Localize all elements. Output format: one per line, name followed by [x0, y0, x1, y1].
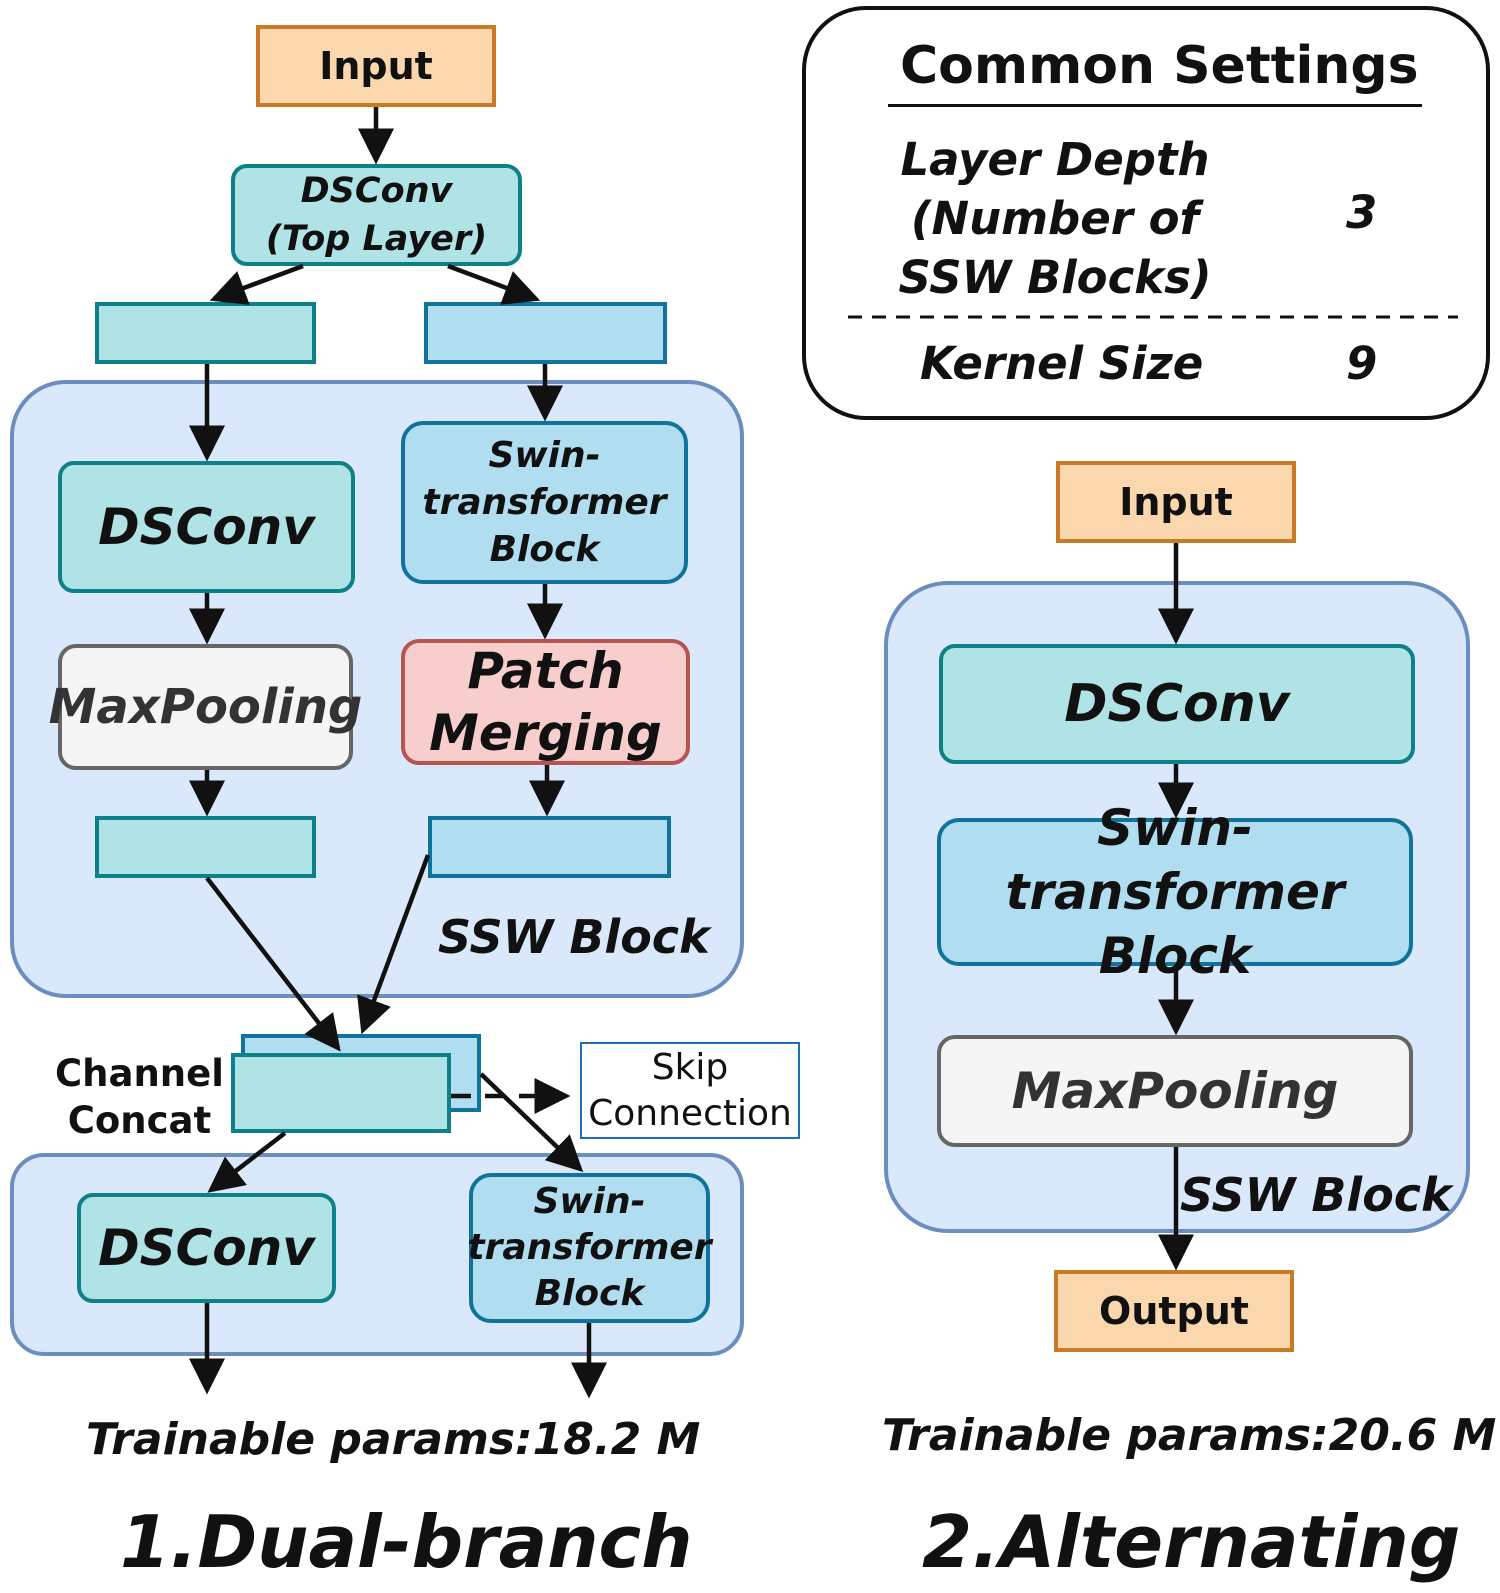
alt-maxpool-box: MaxPooling	[937, 1035, 1413, 1147]
common-settings-panel	[802, 6, 1490, 420]
kernel-size-value: 9	[1346, 337, 1378, 390]
settings-title-underline	[888, 104, 1422, 107]
top-dsconv-line-2: (Top Layer)	[265, 219, 488, 259]
dual-ssw-block-label: SSW Block	[438, 910, 710, 964]
dual-swin2-line-2: transformer	[467, 1227, 712, 1268]
layer-depth-line-3: SSW Blocks)	[898, 251, 1212, 304]
alternating-title: 2.Alternating	[922, 1500, 1461, 1584]
arrow-concat-to-dsconv2	[207, 1131, 287, 1193]
patch-merging-line-2: Merging	[429, 704, 662, 762]
skip-line-1: Skip	[651, 1046, 729, 1088]
channel-concat-label: Channel Concat	[55, 1050, 224, 1144]
alt-output-box: Output	[1054, 1270, 1294, 1352]
dual-swin-line-3: Block	[489, 529, 600, 570]
common-settings-title: Common Settings	[900, 36, 1419, 96]
dual-input-label: Input	[319, 44, 433, 88]
arrow-topconv-to-left	[209, 263, 304, 305]
dual-swin-line-2: transformer	[422, 482, 667, 523]
channel-concat-line-2: Concat	[67, 1099, 212, 1142]
layer-depth-line-2: (Number of	[910, 192, 1200, 245]
dual-maxpool-label: MaxPooling	[48, 679, 363, 735]
layer-depth-line-1: Layer Depth	[900, 133, 1210, 186]
arrow-concat-to-swin2	[479, 1072, 584, 1173]
dual-maxpool-box: MaxPooling	[49, 644, 362, 770]
alt-swin-box: Swin-transformer Block	[937, 799, 1413, 985]
alt-dsconv-box: DSConv	[939, 644, 1415, 764]
alt-output-label: Output	[1099, 1289, 1249, 1333]
dual-branch-title: 1.Dual-branch	[120, 1500, 693, 1584]
dual-dsconv-label: DSConv	[98, 498, 315, 556]
dual-feature-map-right-2	[428, 816, 671, 878]
dual-swin-line-1: Swin-	[488, 435, 601, 476]
skip-line-2: Connection	[588, 1092, 792, 1134]
patch-merging-line-1: Patch	[467, 642, 624, 700]
top-dsconv-line-1: DSConv	[300, 171, 453, 211]
alt-maxpool-label: MaxPooling	[1011, 1062, 1339, 1120]
alt-ssw-block-label: SSW Block	[1180, 1168, 1452, 1222]
dual-swin2-box: Swin- transformer Block	[467, 1173, 712, 1323]
dual-dsconv2-box: DSConv	[77, 1193, 336, 1303]
layer-depth-value: 3	[1346, 186, 1378, 239]
dual-swin-box: Swin- transformer Block	[401, 421, 688, 584]
channel-concat-line-1: Channel	[55, 1052, 224, 1095]
patch-merging-box: Patch Merging	[401, 639, 690, 765]
skip-connection-box: Skip Connection	[580, 1042, 800, 1139]
dual-feature-map-left-1	[95, 302, 316, 364]
alt-input-box: Input	[1056, 461, 1296, 543]
arrow-topconv-to-right	[447, 263, 541, 305]
alt-dsconv-label: DSConv	[1064, 674, 1290, 734]
kernel-size-label: Kernel Size	[920, 337, 1204, 390]
dual-dsconv-box: DSConv	[58, 461, 355, 593]
dual-input-box: Input	[256, 25, 496, 107]
arrow-left-map-to-concat	[205, 876, 341, 1052]
dual-swin2-line-1: Swin-	[533, 1181, 646, 1222]
dual-swin2-line-3: Block	[534, 1273, 645, 1314]
alt-params-label: Trainable params:20.6 M	[882, 1410, 1497, 1461]
dual-feature-map-left-2	[95, 816, 316, 878]
dual-top-dsconv-box: DSConv (Top Layer)	[231, 164, 522, 266]
arrow-right-map-to-concat	[357, 854, 431, 1035]
dual-params-label: Trainable params:18.2 M	[86, 1414, 701, 1465]
alt-input-label: Input	[1119, 480, 1233, 524]
layer-depth-label: Layer Depth (Number of SSW Blocks)	[890, 130, 1220, 307]
dual-feature-map-right-1	[424, 302, 667, 364]
concat-front-map	[231, 1053, 451, 1133]
alt-swin-line-1: Swin-transformer	[1005, 799, 1345, 921]
dual-dsconv2-label: DSConv	[98, 1219, 315, 1277]
